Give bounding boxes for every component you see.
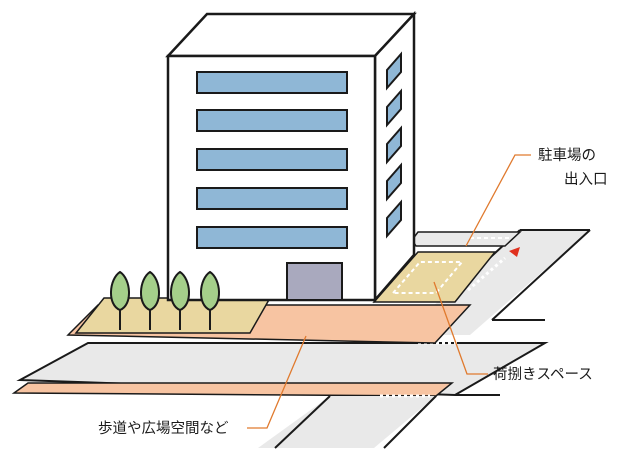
window — [196, 148, 348, 171]
window — [386, 88, 402, 128]
window — [386, 199, 402, 239]
tree-icon — [170, 270, 190, 330]
window — [196, 71, 348, 94]
building-side — [373, 10, 416, 304]
office-building-icon — [165, 10, 417, 304]
loading-space-label: 荷捌きスペース — [493, 366, 593, 383]
window — [386, 162, 402, 202]
loading-space-leader — [433, 281, 488, 375]
window — [196, 109, 348, 132]
lower-sidewalk — [11, 382, 455, 397]
tree-row — [110, 270, 220, 330]
sidewalk-plaza-label: 歩道や広場空間など — [98, 420, 229, 437]
tree-icon — [200, 270, 220, 330]
front-windows — [196, 71, 348, 249]
building-roof — [165, 12, 417, 58]
window — [196, 226, 348, 249]
side-windows — [386, 51, 402, 239]
site-plot — [66, 231, 522, 344]
parking-entrance-label-line2: 出入口 — [564, 171, 608, 188]
plaza-leader — [247, 335, 307, 429]
entrance-arrow-icon — [509, 247, 520, 257]
tree-icon — [140, 270, 160, 330]
building-front — [166, 54, 377, 302]
parking-entrance-leader — [465, 154, 531, 247]
window — [196, 187, 348, 210]
parking-entrance-label-line1: 駐車場の — [538, 147, 596, 164]
parking-driveway — [411, 231, 522, 247]
window — [386, 125, 402, 165]
lower-road — [258, 396, 436, 448]
tree-icon — [110, 270, 130, 330]
building-door — [286, 262, 343, 301]
window — [386, 51, 402, 91]
leader-lines — [247, 154, 531, 429]
